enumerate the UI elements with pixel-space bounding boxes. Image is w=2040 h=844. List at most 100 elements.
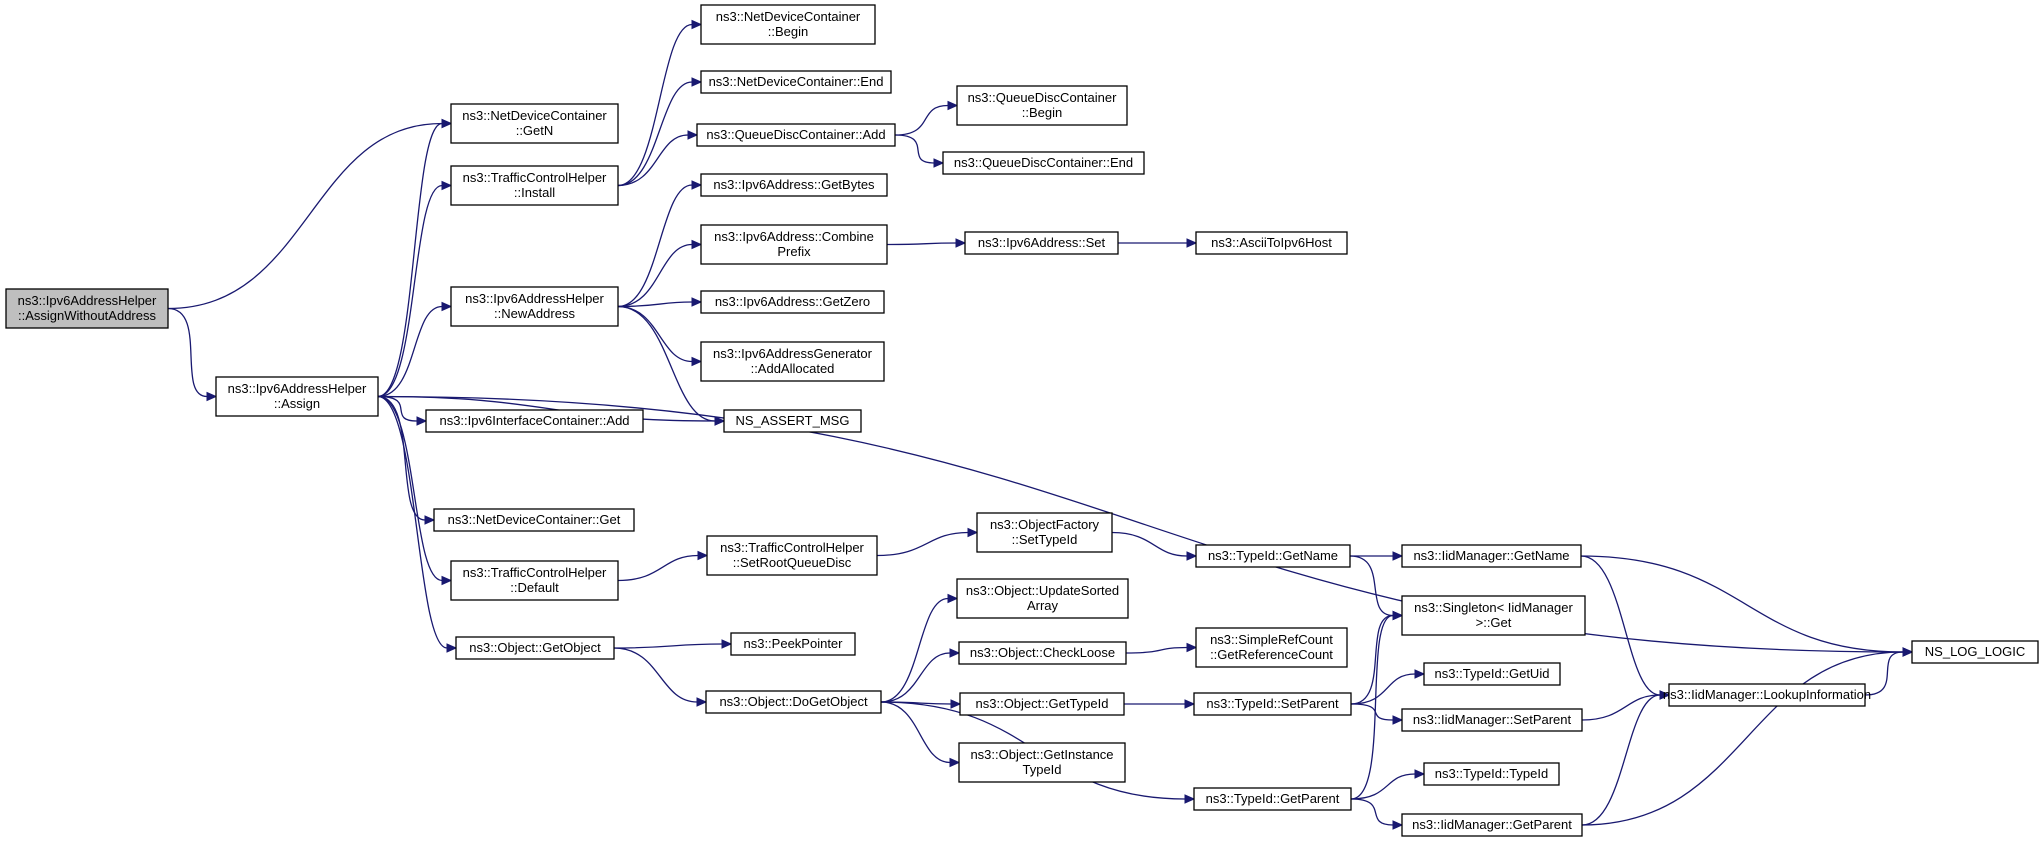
function-node[interactable]: ns3::IidManager::GetName — [1401, 544, 1582, 568]
node-box — [1401, 544, 1582, 568]
call-edge — [377, 395, 448, 649]
node-box — [959, 692, 1125, 716]
call-edge — [1350, 703, 1394, 721]
edge-arrowhead — [1659, 690, 1671, 700]
function-node[interactable]: ns3::TrafficControlHelper::Default — [450, 560, 619, 601]
edge-arrowhead — [1392, 820, 1404, 830]
function-node[interactable]: ns3::Ipv6InterfaceContainer::Add — [425, 409, 644, 433]
function-node[interactable]: ns3::QueueDiscContainer::Add — [696, 123, 896, 147]
function-node[interactable]: ns3::Ipv6Address::Set — [964, 231, 1119, 255]
node-label: ns3::Ipv6AddressGenerator — [713, 346, 873, 361]
function-node[interactable]: ns3::IidManager::SetParent — [1401, 708, 1583, 732]
function-node[interactable]: ns3::Ipv6Address::GetZero — [700, 290, 885, 314]
nodes-layer: ns3::Ipv6AddressHelper::AssignWithoutAdd… — [5, 4, 2039, 837]
call-edge — [167, 122, 443, 310]
node-box — [976, 512, 1113, 553]
function-node[interactable]: ns3::Ipv6AddressGenerator::AddAllocated — [700, 341, 885, 382]
node-box — [958, 641, 1127, 665]
call-edge — [613, 643, 723, 649]
function-node[interactable]: ns3::IidManager::GetParent — [1401, 813, 1583, 837]
function-node[interactable]: ns3::Ipv6AddressHelper::AssignWithoutAdd… — [5, 288, 169, 329]
function-node[interactable]: ns3::TypeId::GetParent — [1193, 787, 1352, 811]
call-edge — [617, 243, 693, 308]
call-edge — [617, 184, 693, 308]
function-node[interactable]: NS_LOG_LOGIC — [1911, 640, 2039, 664]
node-label: ::AssignWithoutAddress — [18, 308, 157, 323]
function-node[interactable]: ns3::Singleton< IidManager >::Get — [1401, 595, 1586, 636]
function-node[interactable]: ns3::Object::GetObject — [455, 636, 615, 660]
function-node[interactable]: ns3::PeekPointer — [730, 632, 856, 656]
edge-arrowhead — [441, 575, 453, 586]
call-edge — [894, 134, 935, 164]
function-node[interactable]: ns3::NetDeviceContainer::End — [700, 70, 892, 94]
edge-arrowhead — [691, 356, 703, 367]
node-label: ns3::Ipv6Address::GetBytes — [713, 177, 875, 192]
node-box — [1423, 662, 1561, 686]
node-label: ns3::Ipv6AddressHelper — [18, 293, 157, 308]
node-label: ns3::ObjectFactory — [990, 517, 1100, 532]
node-label: ::Begin — [768, 24, 808, 39]
node-box — [450, 165, 619, 206]
node-box — [215, 376, 379, 417]
call-edge — [617, 23, 693, 187]
node-label: >::Get — [1476, 615, 1512, 630]
function-node[interactable]: NS_ASSERT_MSG — [723, 409, 862, 433]
edge-arrowhead — [691, 297, 703, 307]
node-box — [964, 231, 1119, 255]
node-box — [433, 508, 635, 532]
call-edge — [617, 301, 693, 308]
node-box — [723, 409, 862, 433]
function-node[interactable]: ns3::NetDeviceContainer::Begin — [700, 4, 876, 45]
function-node[interactable]: ns3::IidManager::LookupInformation — [1663, 683, 1871, 707]
call-edge — [617, 305, 716, 422]
edge-arrowhead — [416, 416, 428, 426]
node-label: NS_LOG_LOGIC — [1925, 644, 2025, 659]
node-label: ns3::IidManager::GetParent — [1412, 817, 1572, 832]
function-node[interactable]: ns3::Ipv6Address::GetBytes — [700, 173, 888, 197]
function-node[interactable]: ns3::TypeId::TypeId — [1423, 762, 1560, 786]
function-node[interactable]: ns3::Object::DoGetObject — [705, 690, 882, 714]
node-label: ns3::Object::UpdateSorted — [966, 583, 1119, 598]
node-box — [455, 636, 615, 660]
node-label: ns3::Ipv6Address::Combine — [714, 229, 874, 244]
function-node[interactable]: ns3::Ipv6AddressHelper::Assign — [215, 376, 379, 417]
function-node[interactable]: ns3::TypeId::SetParent — [1193, 692, 1352, 716]
function-node[interactable]: ns3::Object::GetTypeId — [959, 692, 1125, 716]
node-label: ::Begin — [1022, 105, 1062, 120]
edge-arrowhead — [1414, 669, 1426, 679]
function-node[interactable]: ns3::AsciiToIpv6Host — [1195, 231, 1348, 255]
edge-arrowhead — [947, 593, 959, 604]
function-node[interactable]: ns3::TypeId::GetName — [1195, 544, 1351, 568]
call-edge — [1350, 773, 1416, 800]
function-node[interactable]: ns3::TrafficControlHelper::Install — [450, 165, 619, 206]
function-node[interactable]: ns3::Object::CheckLoose — [958, 641, 1127, 665]
node-box — [956, 85, 1128, 126]
node-box — [700, 341, 885, 382]
edge-arrowhead — [947, 100, 959, 111]
function-node[interactable]: ns3::QueueDiscContainer::Begin — [956, 85, 1128, 126]
function-node[interactable]: ns3::NetDeviceContainer::GetN — [450, 103, 619, 144]
call-edge — [1111, 531, 1188, 557]
node-label: ns3::AsciiToIpv6Host — [1211, 235, 1332, 250]
node-box — [450, 286, 619, 327]
node-label: ns3::NetDeviceContainer — [716, 9, 861, 24]
function-node[interactable]: ns3::QueueDiscContainer::End — [942, 151, 1145, 175]
node-label: ns3::Object::GetInstance — [970, 747, 1113, 762]
edge-arrowhead — [697, 550, 709, 561]
node-label: ::Default — [510, 580, 559, 595]
function-node[interactable]: ns3::ObjectFactory::SetTypeId — [976, 512, 1113, 553]
edge-arrowhead — [950, 699, 962, 709]
edge-arrowhead — [424, 515, 436, 525]
edge-arrowhead — [1186, 238, 1198, 248]
function-node[interactable]: ns3::TypeId::GetUid — [1423, 662, 1561, 686]
function-node[interactable]: ns3::Ipv6AddressHelper::NewAddress — [450, 286, 619, 327]
function-node[interactable]: ns3::TrafficControlHelper::SetRootQueueD… — [706, 535, 878, 576]
node-label: ns3::Ipv6AddressHelper — [465, 291, 604, 306]
edge-arrowhead — [1392, 551, 1404, 561]
function-node[interactable]: ns3::SimpleRefCount::GetReferenceCount — [1195, 627, 1348, 668]
call-edge — [894, 104, 949, 136]
function-node[interactable]: ns3::NetDeviceContainer::Get — [433, 508, 635, 532]
